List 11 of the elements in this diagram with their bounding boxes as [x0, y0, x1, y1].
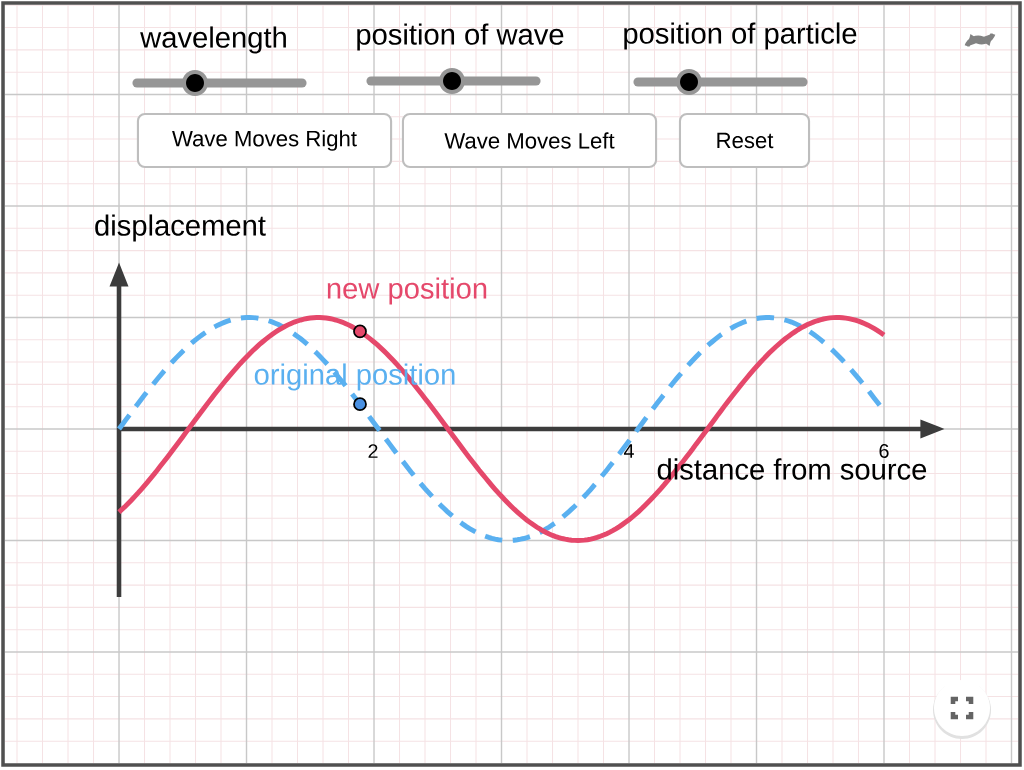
- button: Wave Moves Right: [136, 112, 393, 169]
- slider-label: position of wave: [357, 23, 564, 51]
- tick-label: 6: [879, 444, 889, 458]
- tick-label: 2: [368, 444, 378, 458]
- point-label: new position: [327, 277, 487, 305]
- button: Reset: [678, 112, 811, 169]
- slider-label: position of particle: [624, 22, 857, 50]
- tick-label: 4: [623, 444, 634, 458]
- axis-label: displacement: [95, 214, 266, 242]
- slider-label: wavelength: [140, 26, 286, 54]
- button: Wave Moves Left: [401, 112, 658, 169]
